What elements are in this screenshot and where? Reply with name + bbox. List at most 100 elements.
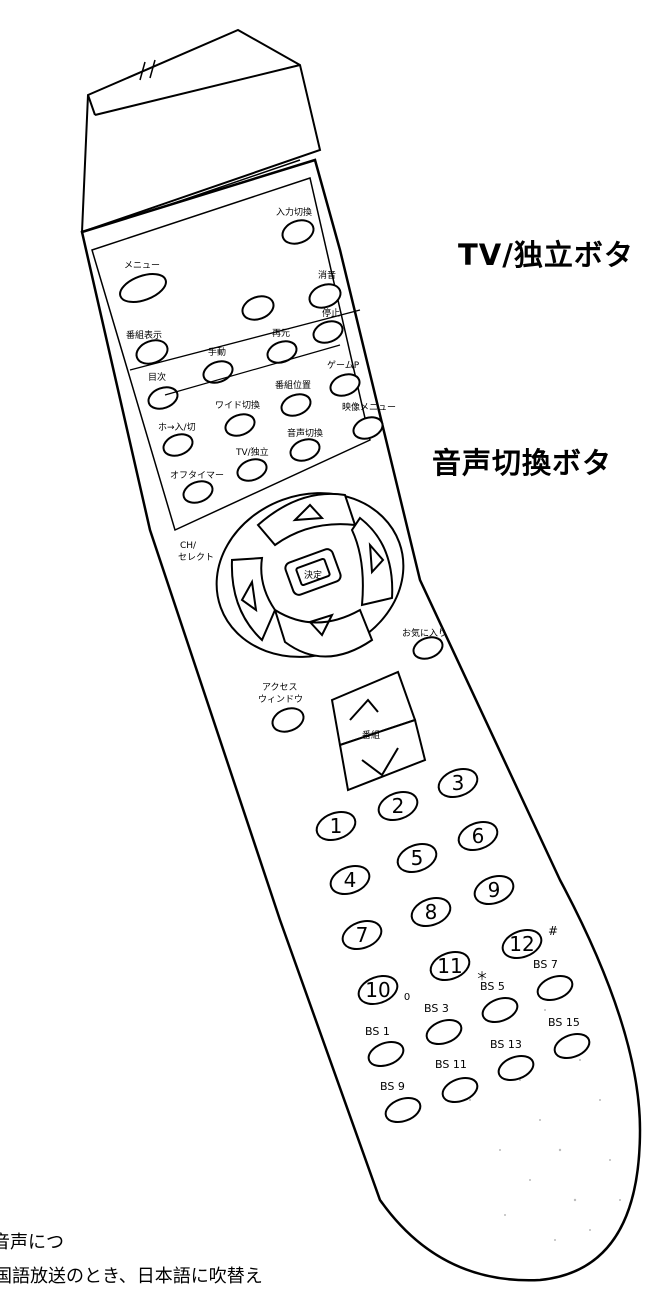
input-switch-label: 入力切換 xyxy=(276,206,312,218)
game-p-button[interactable] xyxy=(327,370,362,399)
bs-9-button[interactable] xyxy=(382,1094,423,1127)
bs-1-label: BS 1 xyxy=(365,1025,390,1038)
bs-3-label: BS 3 xyxy=(424,1002,449,1015)
audio-switch-button[interactable] xyxy=(287,435,322,464)
program-display-label: 番組表示 xyxy=(126,329,162,341)
replay-label: 再元 xyxy=(272,328,290,339)
digit-2-label: 2 xyxy=(392,794,405,818)
bs-5-label: BS 5 xyxy=(480,980,505,993)
digit-3-button[interactable] xyxy=(435,764,481,802)
nav-up-arrow-icon xyxy=(292,503,325,522)
digit-9-label: 9 xyxy=(488,878,501,902)
middle-controls xyxy=(269,633,445,792)
digit-2-button[interactable] xyxy=(375,787,421,825)
bs-13-label: BS 13 xyxy=(490,1038,522,1051)
speckle-texture xyxy=(469,1009,621,1241)
bs-11-label: BS 11 xyxy=(435,1058,467,1071)
body-text-line-1: 音声につ xyxy=(0,1232,64,1253)
access-window-button[interactable] xyxy=(269,704,307,736)
audio-switch-callout: 音声切換ボタ xyxy=(432,446,613,480)
favorite-button[interactable] xyxy=(410,633,445,662)
nav-left-arrow-icon xyxy=(240,578,258,613)
tv-independent-label: TV/独立 xyxy=(235,446,269,458)
bs-3-button[interactable] xyxy=(423,1016,464,1049)
off-timer-button[interactable] xyxy=(180,477,215,506)
bs-7-button[interactable] xyxy=(534,972,575,1005)
bs-1-button[interactable] xyxy=(365,1038,406,1071)
digit-4-label: 4 xyxy=(344,868,357,892)
list-button[interactable] xyxy=(145,383,180,412)
digit-6-label: 6 xyxy=(472,824,485,848)
digit-5-button[interactable] xyxy=(394,839,440,877)
digit-10-button[interactable] xyxy=(355,971,401,1009)
digit-6-button[interactable] xyxy=(455,817,501,855)
audio-switch-label: 音声切換 xyxy=(287,427,323,439)
channel-label: 番組 xyxy=(362,729,380,741)
bs-7-label: BS 7 xyxy=(533,958,558,971)
enter-label: 決定 xyxy=(304,569,322,581)
middle-labels: お気に入り アクセス ウィンドウ 番組 xyxy=(258,627,447,741)
favorite-label: お気に入り xyxy=(402,627,447,639)
navigation-pad xyxy=(215,492,405,658)
number-labels: 1 2 3 4 5 6 7 8 9 10 11 12 0 ＊ # xyxy=(330,771,558,1003)
digit-8-button[interactable] xyxy=(408,893,454,931)
program-display-button[interactable] xyxy=(133,336,171,368)
hand-label: 手動 xyxy=(208,346,226,358)
digit-7-label: 7 xyxy=(356,923,369,947)
nav-labels: CH/ セレクト 決定 xyxy=(178,541,322,581)
digit-3-label: 3 xyxy=(452,771,465,795)
program-position-button[interactable] xyxy=(278,390,313,419)
blank-button[interactable] xyxy=(239,292,277,324)
enter-button[interactable] xyxy=(284,547,343,596)
menu-button[interactable] xyxy=(116,269,169,308)
star-mark: ＊ xyxy=(476,969,488,983)
zero-mark: 0 xyxy=(404,992,410,1003)
upper-panel-labels: 入力切換 メニュー 消音 番組表示 手動 再元 停止 目次 ゲームP ホ→入/切… xyxy=(124,206,396,481)
tv-independent-button[interactable] xyxy=(234,455,269,484)
upper-panel xyxy=(116,216,385,506)
digit-11-button[interactable] xyxy=(427,947,473,985)
mute-label: 消音 xyxy=(318,269,336,281)
nav-down-arrow-icon xyxy=(308,613,334,637)
digit-12-button[interactable] xyxy=(499,925,545,963)
channel-down-button[interactable] xyxy=(338,718,427,792)
auto-input-button[interactable] xyxy=(160,430,195,459)
replay-button[interactable] xyxy=(264,337,299,366)
stop-button[interactable] xyxy=(310,317,345,346)
mute-button[interactable] xyxy=(306,280,344,312)
bs-13-button[interactable] xyxy=(495,1052,536,1085)
list-label: 目次 xyxy=(148,371,166,383)
bs-11-button[interactable] xyxy=(439,1074,480,1107)
program-position-label: 番組位置 xyxy=(275,379,311,391)
channel-up-icon xyxy=(349,698,379,721)
digit-1-button[interactable] xyxy=(313,807,359,845)
bs-labels: BS 1 BS 3 BS 5 BS 7 BS 9 BS 11 BS 13 BS … xyxy=(365,958,580,1093)
wide-switch-button[interactable] xyxy=(222,410,257,439)
auto-input-label: ホ→入/切 xyxy=(158,422,196,433)
off-timer-label: オフタイマー xyxy=(170,470,224,481)
bs-15-button[interactable] xyxy=(551,1030,592,1063)
digit-9-button[interactable] xyxy=(471,871,517,909)
bs-buttons xyxy=(365,972,592,1127)
wide-switch-label: ワイド切換 xyxy=(215,399,260,411)
digit-1-label: 1 xyxy=(330,814,343,838)
digit-5-label: 5 xyxy=(411,846,424,870)
hash-mark: # xyxy=(548,924,558,938)
game-p-label: ゲームP xyxy=(327,359,360,371)
menu-label: メニュー xyxy=(124,261,160,271)
access-window-label-1: アクセス xyxy=(262,682,298,693)
tv-independent-callout: TV/独立ボタ xyxy=(458,238,634,272)
digit-4-button[interactable] xyxy=(327,861,373,899)
ch-select-label-line2: セレクト xyxy=(178,552,214,563)
video-menu-label: 映像メニュー xyxy=(342,401,396,413)
video-menu-button[interactable] xyxy=(350,413,385,442)
body-text-line-2: 国語放送のとき、日本語に吹替え xyxy=(0,1266,263,1287)
bs-5-button[interactable] xyxy=(479,994,520,1027)
ch-select-label-line1: CH/ xyxy=(180,541,197,551)
digit-7-button[interactable] xyxy=(339,916,385,954)
access-window-label-2: ウィンドウ xyxy=(258,694,303,705)
input-switch-button[interactable] xyxy=(279,216,317,248)
digit-8-label: 8 xyxy=(425,900,438,924)
